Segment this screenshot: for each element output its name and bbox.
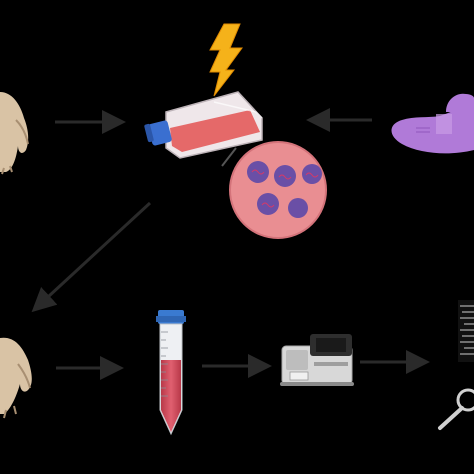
plate-reader-icon <box>280 334 354 386</box>
centrifuge-tube-icon <box>156 310 186 436</box>
cells-magnified-icon <box>221 141 327 239</box>
magnifier-readout-icon <box>438 300 474 430</box>
lightning-bolt-icon <box>209 23 243 97</box>
cell <box>257 193 279 215</box>
cell <box>288 198 308 218</box>
cell <box>302 164 322 184</box>
protein-blob-icon <box>391 93 474 154</box>
arrows <box>31 108 430 380</box>
arrow-flask-to-animal <box>31 201 152 313</box>
cell <box>247 161 269 183</box>
culture-flask-icon <box>144 91 263 159</box>
monkey-icon <box>0 337 32 419</box>
monkey-icon <box>0 92 29 175</box>
cell <box>274 165 296 187</box>
